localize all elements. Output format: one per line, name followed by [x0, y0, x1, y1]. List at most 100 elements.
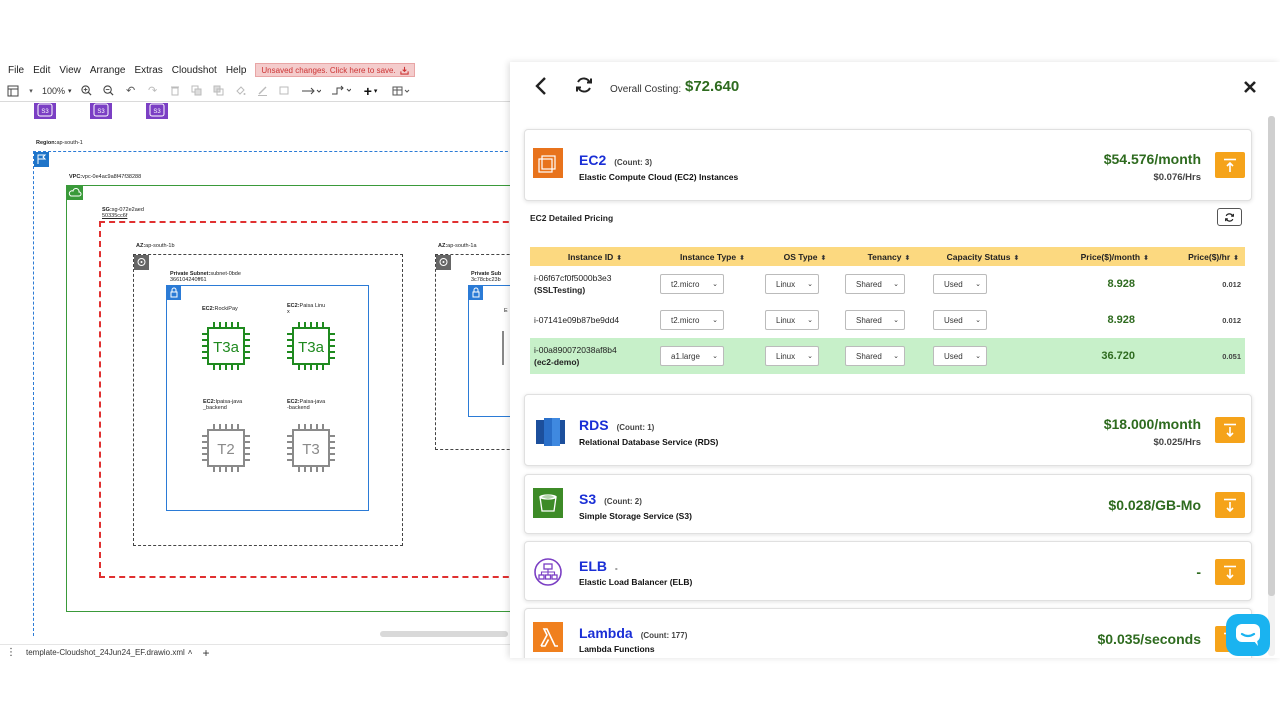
back-arrow-icon[interactable]: [532, 75, 552, 97]
zoom-in-icon[interactable]: [80, 84, 94, 98]
ec2-chip-icon[interactable]: T3a: [284, 319, 338, 373]
col-price-hr[interactable]: Price($)/hr⬍: [1155, 247, 1245, 266]
tenancy-select[interactable]: Shared⌄: [845, 274, 905, 294]
service-card-s3[interactable]: S3(Count: 2) Simple Storage Service (S3)…: [524, 474, 1252, 534]
instance-type-select[interactable]: t2.micro⌄: [660, 310, 724, 330]
unsaved-changes-button[interactable]: Unsaved changes. Click here to save.: [255, 63, 415, 77]
refresh-icon: [1225, 212, 1234, 222]
panel-header: Overall Costing: $72.640: [510, 62, 1280, 114]
chevron-down-icon: ⌄: [712, 281, 718, 288]
s3-bucket-icon[interactable]: S3: [146, 103, 168, 119]
panel-scrollbar[interactable]: [1268, 116, 1275, 656]
shadow-icon[interactable]: [278, 84, 292, 98]
region-label: Region:ap-south-1: [36, 140, 83, 146]
instance-type-select[interactable]: a1.large⌄: [660, 346, 724, 366]
redo-icon[interactable]: ↷: [147, 85, 158, 97]
tenancy-select[interactable]: Shared⌄: [845, 310, 905, 330]
refresh-icon[interactable]: [574, 75, 594, 95]
col-instance-type[interactable]: Instance Type⬍: [660, 247, 765, 266]
ec2-d-value-1: Paisa-java: [299, 399, 326, 405]
horizontal-scrollbar[interactable]: [380, 631, 508, 637]
s3-bucket-icon[interactable]: S3: [34, 103, 56, 119]
file-tab[interactable]: template-Cloudshot_24Jun24_EF.drawio.xml…: [26, 648, 192, 657]
close-icon[interactable]: [1242, 79, 1258, 95]
connection-arrow-icon[interactable]: [300, 84, 322, 98]
chevron-down-icon[interactable]: ▾: [29, 87, 33, 95]
subnet2-container[interactable]: [468, 285, 510, 417]
sort-icon: ⬍: [1143, 254, 1149, 262]
instance-id-cell: i-07141e09b87be9dd4: [530, 302, 660, 338]
service-card-rds[interactable]: RDS(Count: 1) Relational Database Servic…: [524, 394, 1252, 466]
ec2-chip-icon[interactable]: T3: [284, 421, 338, 475]
menu-file[interactable]: File: [8, 64, 25, 76]
menu-arrange[interactable]: Arrange: [89, 64, 126, 76]
s3-bucket-icon[interactable]: S3: [90, 103, 112, 119]
to-back-icon[interactable]: [212, 84, 226, 98]
vpc-container[interactable]: [66, 185, 510, 612]
az1-key: AZ:: [136, 243, 146, 249]
instance-type-select[interactable]: t2.micro⌄: [660, 274, 724, 294]
format-panel-icon[interactable]: [6, 84, 20, 98]
overall-costing-value: $72.640: [685, 78, 740, 95]
os-type-select[interactable]: Linux⌄: [765, 274, 819, 294]
capacity-status-select[interactable]: Used⌄: [933, 274, 987, 294]
menu-help[interactable]: Help: [225, 64, 247, 76]
az2-container[interactable]: [435, 254, 510, 450]
ec2-chip-icon[interactable]: T2: [199, 421, 253, 475]
price-hr-cell: 0.012: [1222, 315, 1241, 325]
chevron-down-icon: ⌄: [893, 317, 899, 324]
security-group-container[interactable]: [99, 221, 510, 578]
subnet2-lock-icon: [469, 286, 483, 300]
to-front-icon[interactable]: [190, 84, 204, 98]
service-name: ELB-: [579, 558, 618, 574]
az1-container[interactable]: [133, 254, 403, 546]
capacity-status-value: Used: [944, 279, 963, 289]
more-pages-icon[interactable]: ⋮: [6, 647, 16, 658]
col-os-type[interactable]: OS Type⬍: [765, 247, 845, 266]
menu-cloudshot[interactable]: Cloudshot: [171, 64, 217, 76]
undo-icon[interactable]: ↶: [125, 85, 136, 97]
expand-button[interactable]: [1215, 417, 1245, 443]
service-description: Elastic Load Balancer (ELB): [579, 577, 693, 587]
service-card-elb[interactable]: ELB- Elastic Load Balancer (ELB) -: [524, 541, 1252, 601]
chevron-down-icon: ⌄: [893, 281, 899, 288]
region-container[interactable]: [33, 151, 510, 636]
zoom-out-icon[interactable]: [102, 84, 116, 98]
ec2-chip-icon[interactable]: T3a: [199, 319, 253, 373]
capacity-status-select[interactable]: Used⌄: [933, 346, 987, 366]
panel-scrollbar-thumb[interactable]: [1268, 116, 1275, 596]
col-instance-id[interactable]: Instance ID⬍: [530, 247, 660, 266]
detail-refresh-button[interactable]: [1217, 208, 1242, 226]
ec2-partial-icon[interactable]: [502, 331, 510, 365]
col-price-month[interactable]: Price($)/month⬍: [1033, 247, 1155, 266]
waypoint-icon[interactable]: [330, 84, 352, 98]
menu-edit[interactable]: Edit: [33, 64, 51, 76]
delete-icon[interactable]: [168, 84, 182, 98]
instance-id-cell: i-00a890072038af8b4(ec2-demo): [530, 338, 660, 374]
collapse-button[interactable]: [1215, 152, 1245, 178]
capacity-status-select[interactable]: Used⌄: [933, 310, 987, 330]
col-tenancy[interactable]: Tenancy⬍: [845, 247, 933, 266]
os-type-select[interactable]: Linux⌄: [765, 346, 819, 366]
table-header-row: Instance ID⬍ Instance Type⬍ OS Type⬍ Ten…: [530, 247, 1245, 266]
col-capacity-status[interactable]: Capacity Status⬍: [933, 247, 1033, 266]
service-card-lambda[interactable]: Lambda(Count: 177) Lambda Functions $0.0…: [524, 608, 1252, 658]
expand-button[interactable]: [1215, 492, 1245, 518]
service-card-ec2[interactable]: EC2(Count: 3) Elastic Compute Cloud (EC2…: [524, 129, 1252, 201]
diagram-canvas[interactable]: S3 S3 S3 Region:ap-south-1 VPC:vpc-0e4ac…: [0, 103, 510, 636]
table-icon[interactable]: [390, 84, 412, 98]
menu-extras[interactable]: Extras: [134, 64, 163, 76]
fill-color-icon[interactable]: [234, 84, 248, 98]
add-page-icon[interactable]: +: [202, 645, 210, 660]
insert-plus-icon[interactable]: +▾: [363, 82, 378, 99]
tenancy-select[interactable]: Shared⌄: [845, 346, 905, 366]
zoom-level[interactable]: 100%▾: [42, 86, 72, 96]
subnet1-container[interactable]: [166, 285, 369, 511]
line-color-icon[interactable]: [256, 84, 270, 98]
os-type-select[interactable]: Linux⌄: [765, 310, 819, 330]
service-monthly-cost: $18.000/month: [1103, 416, 1201, 432]
expand-button[interactable]: [1215, 559, 1245, 585]
chat-support-button[interactable]: [1226, 614, 1270, 656]
menu-view[interactable]: View: [59, 64, 81, 76]
